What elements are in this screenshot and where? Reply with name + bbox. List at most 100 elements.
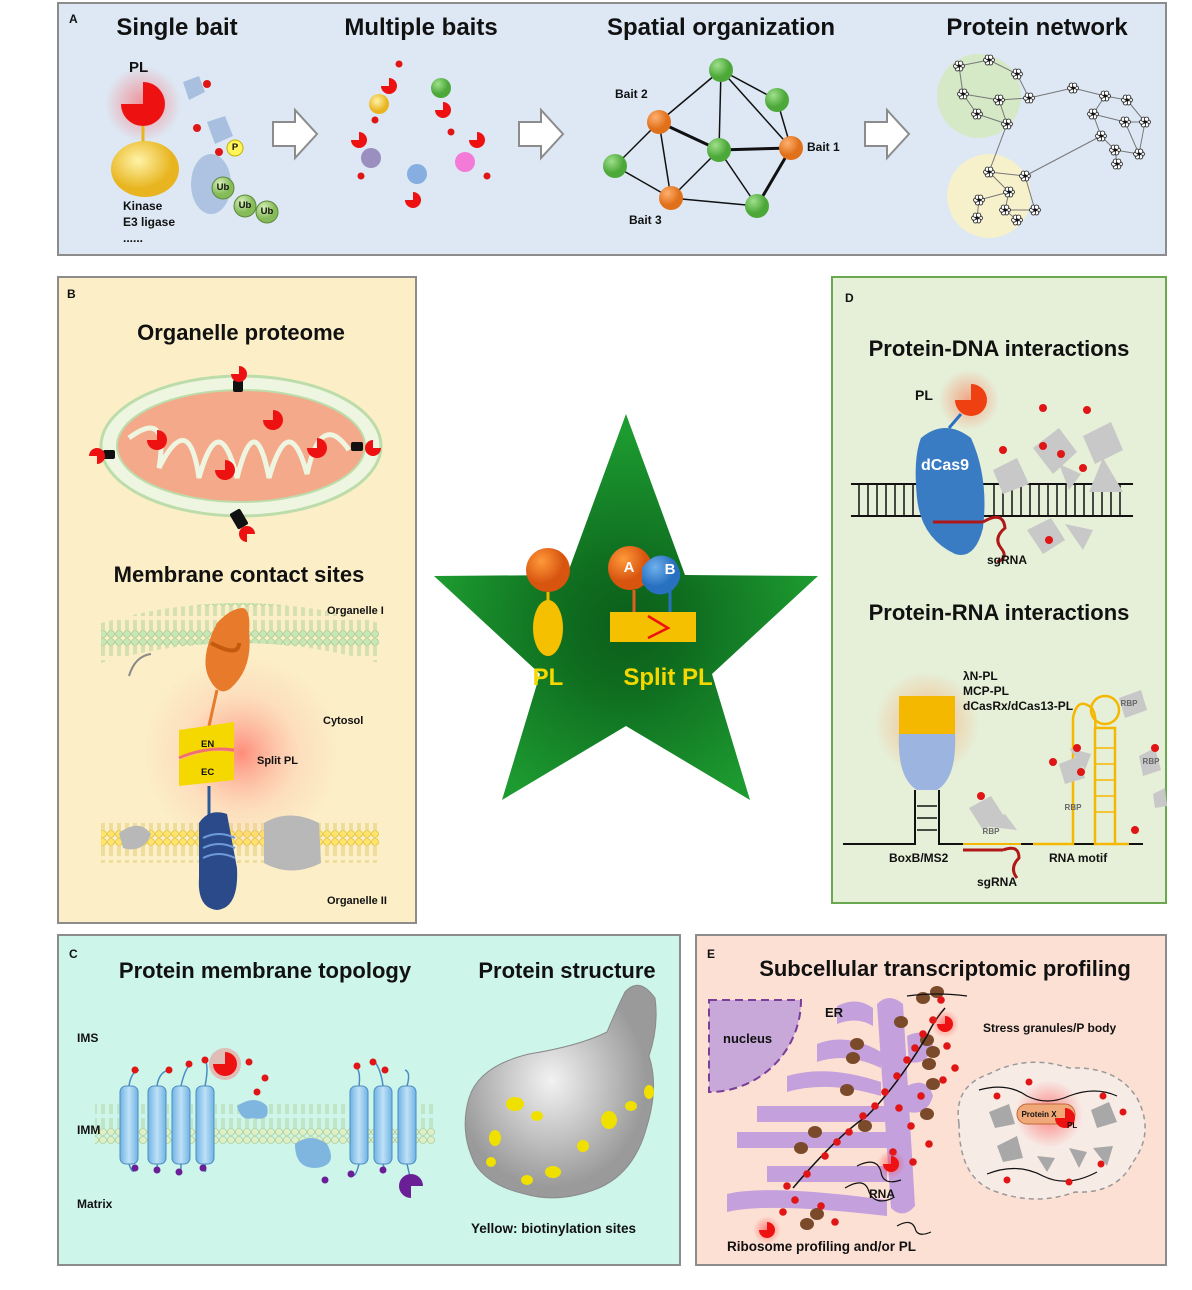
protein-node-icon [1029, 204, 1041, 216]
ribosome-icon [894, 1016, 908, 1028]
panel-d-art [843, 370, 1167, 879]
membrane-topology-title: Protein membrane topology [118, 958, 412, 983]
prey-node [603, 154, 627, 178]
protein-node-icon [1139, 116, 1151, 128]
pl-pacman-icon [213, 1052, 237, 1076]
panel-a-art [105, 54, 1151, 238]
pl-pacman-icon [1055, 1108, 1075, 1128]
split-scaffold [610, 612, 696, 642]
pl-head [526, 548, 570, 592]
biotin-dot [943, 1042, 951, 1050]
protein-node-icon [1003, 186, 1015, 198]
protein-structure-icon [464, 984, 657, 1199]
biotin-dot [937, 996, 945, 1004]
biotin-dot [845, 1128, 853, 1136]
ribosome-icon [850, 1038, 864, 1050]
pl-block [899, 696, 955, 734]
tm-helix [171, 1085, 191, 1165]
split-b-icon [642, 555, 681, 595]
er-label: ER [825, 1005, 844, 1020]
transcriptomic-title: Subcellular transcriptomic profiling [759, 956, 1131, 981]
network-cluster-yellow [947, 154, 1031, 238]
substrate-cube [183, 76, 205, 100]
tm-helix [195, 1085, 215, 1165]
ribosomes [794, 986, 944, 1230]
biotin-dot [193, 124, 201, 132]
protein-node-icon [1095, 130, 1107, 142]
helix-loops [128, 1163, 412, 1187]
biotin-dots [999, 404, 1091, 544]
biotin-dot [791, 1196, 799, 1204]
bait-node [659, 186, 683, 210]
protein-node-icon [1111, 158, 1123, 170]
biotin-dot [939, 1076, 947, 1084]
bait-type-kinase: Kinase [123, 199, 163, 213]
rbp-proteins [969, 690, 1167, 830]
step-title-multiple-baits: Multiple baits [344, 14, 498, 41]
protein-node-icon [971, 212, 983, 224]
dcas9-icon [915, 428, 985, 555]
biotin-dot [917, 1092, 925, 1100]
network-edge [988, 171, 1026, 177]
protein-node-icon [1133, 148, 1145, 160]
prey-node [709, 58, 733, 82]
sgrna-icon [982, 515, 1007, 564]
organelle-proteome-title: Organelle proteome [137, 320, 345, 345]
panel-letter: D [845, 291, 854, 305]
tm-helices [119, 1059, 417, 1187]
ribosome-icon [810, 1208, 824, 1220]
panel-d: D Protein-DNA interactions PL dCas9 sgRN… [831, 276, 1167, 904]
matrix-pl [147, 410, 327, 480]
helix [202, 833, 236, 859]
phospho-icon [226, 139, 244, 157]
matrix-pl-icon [399, 1174, 423, 1198]
biotin-dot [881, 1088, 889, 1096]
bait-1-label: Bait 1 [807, 140, 840, 154]
arrow-icon [272, 107, 319, 161]
rbp-label: RBP [982, 827, 1000, 836]
panel-e: E Subcellular transcriptomic profiling n… [695, 934, 1167, 1266]
rna-motif-stem [1095, 726, 1117, 844]
biotin-dot [911, 1044, 919, 1052]
biotin-dot [833, 1138, 841, 1146]
tm-helix [349, 1085, 369, 1165]
prey-node [765, 88, 789, 112]
boxb-stem [843, 790, 916, 845]
rna-strand [844, 1182, 894, 1202]
biotin-dot [215, 148, 223, 156]
protein-dna-title: Protein-DNA interactions [868, 336, 1130, 361]
biotin-dot [831, 1218, 839, 1226]
bait-type-more: ...... [123, 231, 144, 245]
panel-letter: A [69, 12, 78, 26]
network-edge [1124, 121, 1140, 155]
biotin-dot [821, 1152, 829, 1160]
protein-node-icon [1001, 118, 1013, 130]
protein-node-icon [957, 88, 969, 100]
tool-mcp: MCP-PL [963, 684, 1009, 698]
pl-label: PL [915, 387, 933, 403]
ribosome-icon [858, 1120, 872, 1132]
biotin-dot [893, 1072, 901, 1080]
stress-label: Stress granules/P body [983, 1021, 1117, 1035]
boxb-stem [938, 790, 1143, 845]
protein-node-icon [999, 204, 1011, 216]
network-cluster-green [937, 54, 1021, 138]
bait-type-e3: E3 ligase [123, 215, 176, 229]
rna-binder [898, 734, 956, 790]
granule-proteins [989, 1102, 1117, 1172]
biotin-dot [779, 1208, 787, 1216]
step-title-spatial: Spatial organization [606, 14, 836, 41]
bait-node [779, 136, 803, 160]
biotin-dot [817, 1202, 825, 1210]
imm-label: IMM [77, 1123, 101, 1137]
rbp-label: RBP [1142, 757, 1160, 766]
panel-e-art [708, 986, 1146, 1244]
mrna-strand [906, 993, 968, 997]
step-title-network: Protein network [946, 14, 1128, 41]
dcas9-label: dCas9 [920, 457, 970, 474]
protein-node-icon [983, 54, 995, 66]
ec-label: EC [201, 767, 215, 778]
granule-rna [986, 1167, 1098, 1182]
en-label: EN [201, 739, 215, 750]
tail [128, 653, 152, 677]
